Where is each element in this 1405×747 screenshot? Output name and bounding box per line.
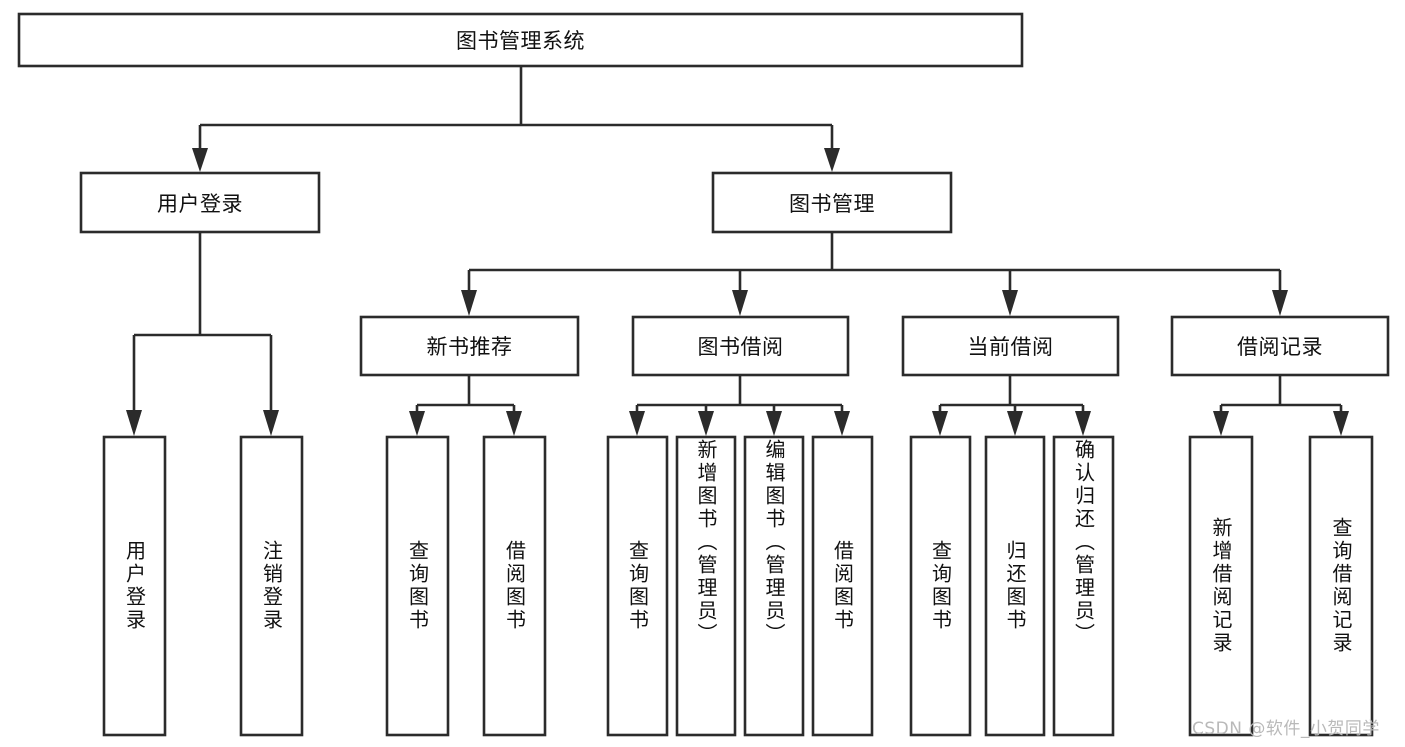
node-box-leaf-query-book-2[interactable] (606, 435, 669, 737)
arrowhead-book-borrow (732, 290, 748, 316)
arrowhead-leaf-return-book (1007, 411, 1023, 436)
arrowhead-leaf-add-book (698, 411, 714, 436)
arrowhead-leaf-logout (263, 410, 279, 436)
node-box-leaf-confirm-return[interactable] (1052, 435, 1115, 737)
node-box-new-book-recommend[interactable] (359, 315, 580, 377)
node-box-leaf-edit-book[interactable] (743, 435, 805, 737)
node-box-leaf-borrow-book-2[interactable] (811, 435, 874, 737)
arrowhead-leaf-query-record (1333, 411, 1349, 436)
arrowhead-leaf-user-login (126, 410, 142, 436)
node-box-leaf-query-book-1[interactable] (385, 435, 450, 737)
arrowhead-leaf-borrow-book-1 (506, 411, 522, 436)
node-box-user-login[interactable] (79, 171, 321, 234)
node-box-root[interactable] (17, 12, 1024, 68)
arrowhead-current-borrow (1002, 290, 1018, 316)
node-box-leaf-return-book[interactable] (984, 435, 1046, 737)
node-box-borrow-record[interactable] (1170, 315, 1390, 377)
arrowhead-borrow-record (1272, 290, 1288, 316)
node-box-leaf-add-record[interactable] (1188, 435, 1254, 737)
arrowhead-leaf-edit-book (766, 411, 782, 436)
arrowhead-leaf-confirm-return (1075, 411, 1091, 436)
node-box-current-borrow[interactable] (901, 315, 1120, 377)
arrowhead-leaf-add-record (1213, 411, 1229, 436)
node-box-book-manage[interactable] (711, 171, 953, 234)
node-box-leaf-logout[interactable] (239, 435, 304, 737)
arrowhead-leaf-query-book-3 (932, 411, 948, 436)
node-box-book-borrow[interactable] (631, 315, 850, 377)
csdn-watermark: CSDN @软件_小贺同学 (1192, 719, 1380, 739)
node-box-leaf-query-record[interactable] (1308, 435, 1374, 737)
arrowhead-leaf-query-book-1 (409, 411, 425, 436)
arrowhead-leaf-query-book-2 (629, 411, 645, 436)
node-box-leaf-query-book-3[interactable] (909, 435, 972, 737)
node-box-leaf-borrow-book-1[interactable] (482, 435, 547, 737)
arrowhead-book-manage (824, 148, 840, 172)
arrowhead-leaf-borrow-book-2 (834, 411, 850, 436)
arrowhead-new-book-recommend (461, 290, 477, 316)
node-box-leaf-add-book[interactable] (675, 435, 737, 737)
node-box-leaf-user-login[interactable] (102, 435, 167, 737)
arrowhead-user-login (192, 148, 208, 172)
